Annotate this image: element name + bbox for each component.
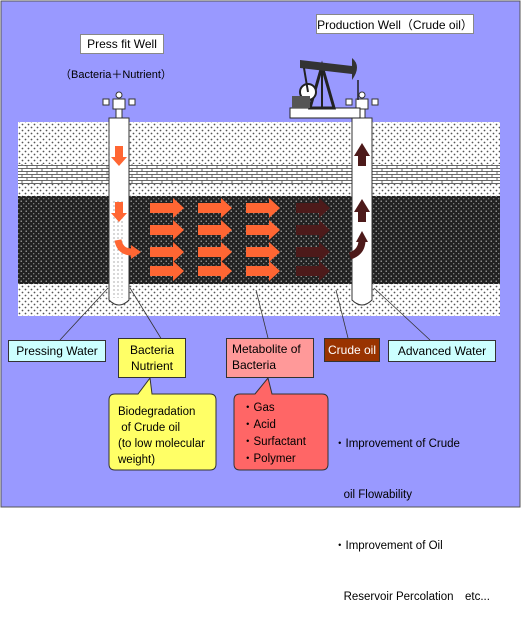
effect-line: oil Flowability [334,489,412,501]
crude-oil-flow-arrows [296,198,330,281]
stratum-top [18,122,500,164]
metabolite-item: ・Acid [242,419,276,431]
effect-line: Reservoir Percolation etc... [334,591,490,603]
metabolite-item: ・Gas [242,402,275,414]
eor-diagram: Press fit Well Production Well（Crude oil… [0,0,521,603]
stratum-mid [18,184,500,196]
injection-arrow-1 [111,146,127,166]
injection-arrow-2 [111,202,127,222]
callout-connectors [59,287,431,341]
diagram-graphics [0,0,521,508]
injection-turn-head [131,245,141,259]
metabolites-list: ・Gas ・Acid ・Surfactant ・Polymer [242,400,306,468]
press-well-label: Press fit Well [80,34,164,54]
metabolites-callout-shape [233,376,329,471]
effect-line: ・Improvement of Oil [334,540,443,552]
advanced-water-box: Advanced Water [388,340,496,362]
crude-oil-box: Crude oil [324,338,380,362]
metabolite-item: ・Surfactant [242,436,306,448]
press-wellhead-icon [102,91,136,119]
metabolite-item: ・Polymer [242,453,296,465]
biodegradation-text: Biodegradation of Crude oil (to low mole… [118,406,205,466]
metabolite-box: Metabolite of Bacteria [226,338,314,378]
biodegradation-callout-shape [108,376,217,471]
injection-turn-arrow [114,239,133,256]
stratum-bottom [18,284,500,316]
oil-up-arrow-2 [354,143,370,166]
oil-turn-head [356,231,368,242]
effect-line: ・Improvement of Crude [334,438,460,450]
bacteria-nutrient-box: Bacteria Nutrient [118,338,186,378]
stratum-cap [18,164,500,184]
production-well-label: Production Well（Crude oil） [316,14,474,34]
pressing-water-box: Pressing Water [8,340,106,362]
production-wellhead-icon [345,91,379,119]
injection-note: （Bacteria＋Nutrient） [60,69,172,81]
pump-jack-icon [289,58,361,119]
oil-up-arrow-1 [354,199,370,222]
orange-flow-arrows [150,198,280,281]
effects-list: ・Improvement of Crude oil Flowability ・I… [334,402,490,623]
